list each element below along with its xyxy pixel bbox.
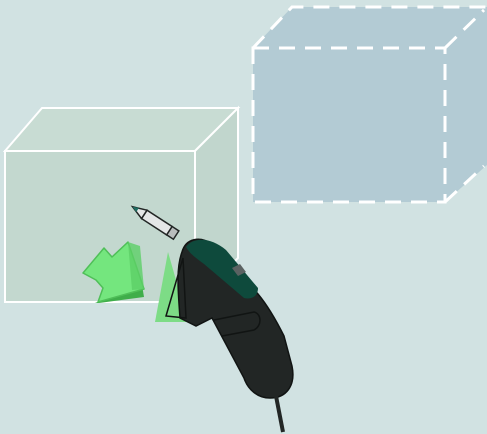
dashed-cube-icon — [253, 7, 487, 202]
